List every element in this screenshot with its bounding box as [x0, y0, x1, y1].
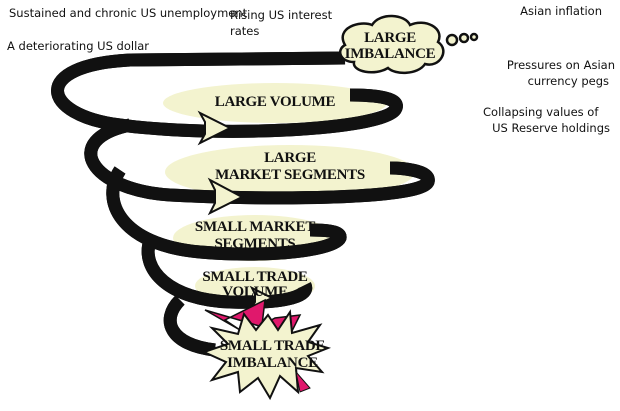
factor-text: Rising US interest	[230, 8, 333, 22]
label-text: LARGE	[264, 150, 316, 166]
factor-currency-pegs: Pressures on Asian currency pegs	[480, 57, 615, 89]
factor-unemployment: Sustained and chronic US unemployment	[9, 6, 248, 20]
factor-text: currency pegs	[527, 74, 609, 88]
label-text: LARGE	[364, 30, 416, 46]
label-large-volume: LARGE VOLUME	[214, 94, 336, 110]
large-volume-ellipse	[163, 83, 387, 123]
factor-text: Collapsing values of	[483, 105, 599, 119]
label-text: SMALL TRADE	[202, 269, 308, 285]
factor-interest-rates: Rising US interest rates	[230, 7, 332, 39]
label-text: SMALL TRADE	[219, 338, 326, 354]
label-text: MARKET SEGMENTS	[215, 167, 365, 183]
arrow-head-icon	[207, 177, 245, 216]
factor-reserve-holdings: Collapsing values of US Reserve holdings	[410, 104, 610, 136]
factor-dollar: A deteriorating US dollar	[7, 39, 150, 53]
factor-text: US Reserve holdings	[492, 121, 610, 135]
label-large-market-segments: LARGE MARKET SEGMENTS	[180, 150, 400, 184]
label-small-trade-imbalance: SMALL TRADE IMBALANCE	[210, 338, 335, 372]
cloud-shape	[338, 14, 479, 74]
starburst-shape	[201, 298, 332, 401]
factor-text: rates	[230, 24, 260, 38]
label-text: IMBALANCE	[227, 355, 318, 371]
label-large-imbalance: LARGE IMBALANCE	[340, 30, 440, 62]
label-text: SEGMENTS	[214, 236, 296, 252]
factor-asian-inflation: Asian inflation	[520, 4, 602, 18]
large-segments-ellipse	[165, 145, 415, 199]
label-text: VOLUME	[222, 284, 288, 300]
label-small-market-segments: SMALL MARKET SEGMENTS	[180, 219, 330, 253]
arrow-head-icon	[197, 110, 233, 146]
factor-text: Pressures on Asian	[506, 58, 615, 72]
label-text: IMBALANCE	[344, 46, 436, 62]
label-small-trade-volume: SMALL TRADE VOLUME	[195, 270, 315, 300]
label-text: SMALL MARKET	[194, 219, 316, 235]
